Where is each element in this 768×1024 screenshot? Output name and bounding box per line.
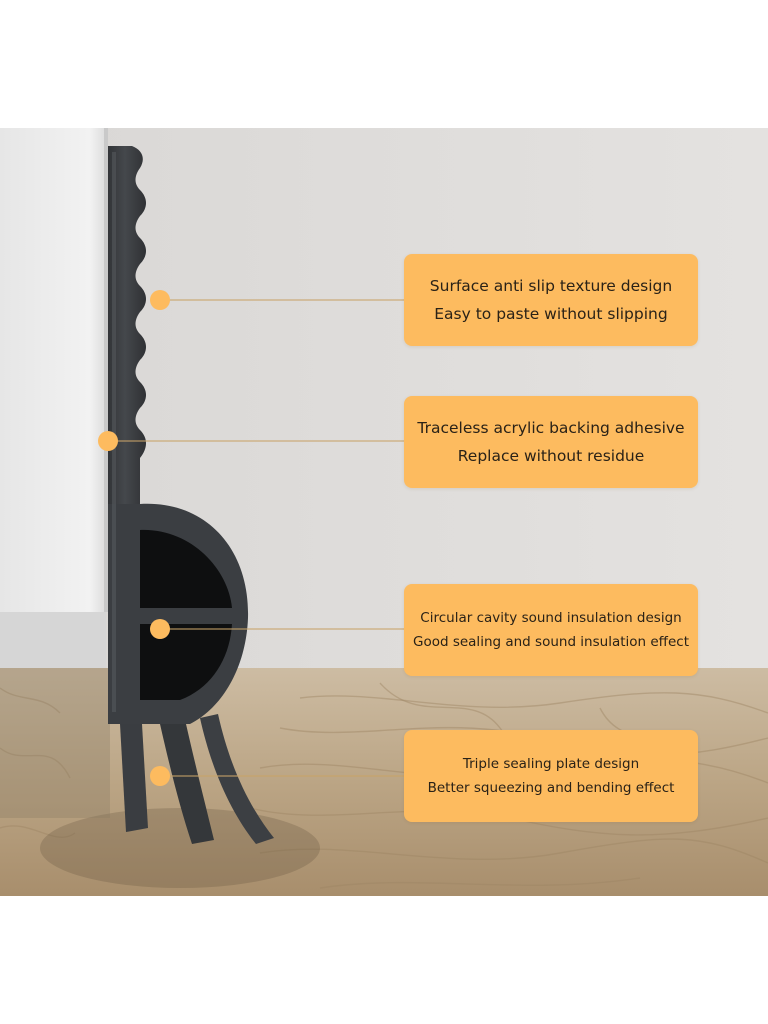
- callout-line: Surface anti slip texture design: [429, 277, 673, 295]
- door-seal-strip: [104, 146, 274, 844]
- callout-adhesive: Traceless acrylic backing adhesive Repla…: [404, 396, 698, 488]
- leader-lines: [108, 299, 404, 777]
- door-panel: [0, 128, 106, 612]
- callout-line: Better squeezing and bending effect: [427, 780, 675, 796]
- callout-anti-slip: Surface anti slip texture design Easy to…: [404, 254, 698, 346]
- callout-line: Easy to paste without slipping: [434, 305, 668, 323]
- callout-sealing-plate: Triple sealing plate design Better squee…: [404, 730, 698, 822]
- marker-dot: [150, 619, 170, 639]
- marker-dot: [150, 766, 170, 786]
- callout-line: Traceless acrylic backing adhesive: [417, 419, 685, 437]
- marker-dot: [150, 290, 170, 310]
- callout-line: Replace without residue: [457, 447, 645, 465]
- callout-cavity: Circular cavity sound insulation design …: [404, 584, 698, 676]
- callout-line: Triple sealing plate design: [462, 756, 640, 772]
- marker-dots: [98, 290, 170, 786]
- marker-dot: [98, 431, 118, 451]
- callout-line: Circular cavity sound insulation design: [420, 610, 682, 626]
- callout-line: Good sealing and sound insulation effect: [412, 634, 690, 650]
